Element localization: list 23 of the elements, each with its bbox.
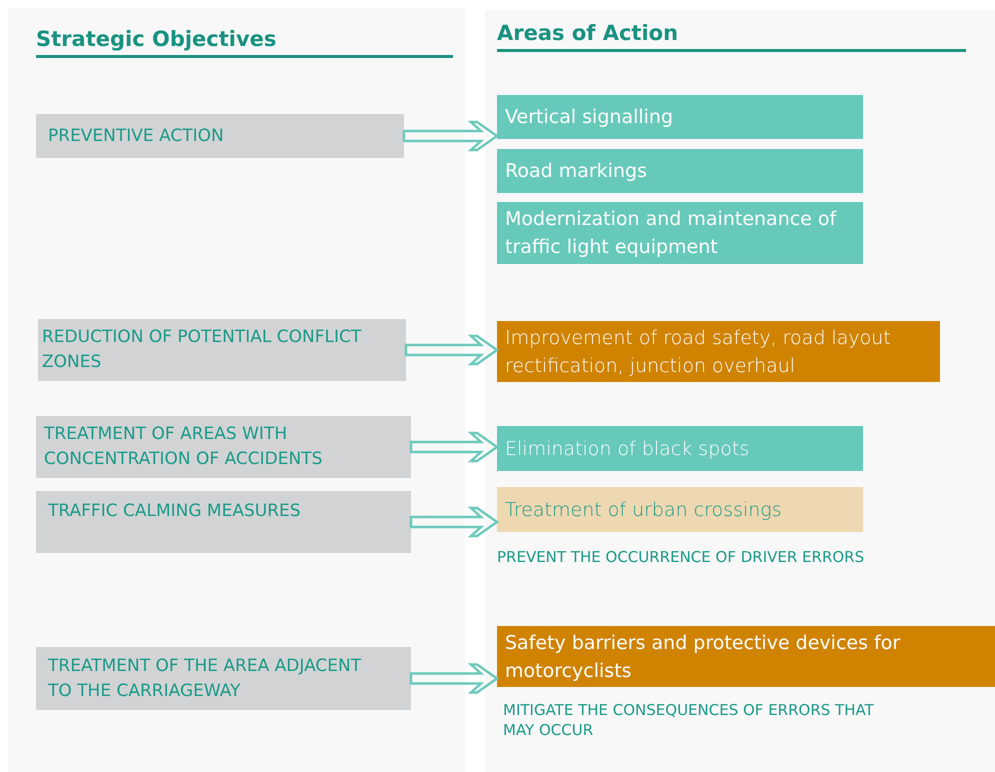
objective-box: TREATMENT OF AREAS WITH CONCENTRATION OF ACCIDENTS bbox=[36, 416, 411, 478]
note-text: MITIGATE THE CONSEQUENCES OF ERRORS THAT MAY OCCUR bbox=[503, 700, 875, 740]
arrow bbox=[410, 432, 500, 462]
note-text: PREVENT THE OCCURRENCE OF DRIVER ERRORS bbox=[497, 547, 866, 567]
objective-box: TRAFFIC CALMING MEASURES bbox=[36, 491, 411, 553]
panel-background bbox=[8, 8, 465, 772]
action-box: Modernization and maintenance of traffic light equipment bbox=[497, 202, 863, 264]
arrow bbox=[402, 120, 500, 152]
action-box: Safety barriers and protective devices for motorcyclists bbox=[497, 626, 995, 687]
objective-box: PREVENTIVE ACTION bbox=[36, 114, 404, 158]
objective-box: REDUCTION OF POTENTIAL CONFLICT ZONES bbox=[38, 319, 406, 381]
action-box: Road markings bbox=[497, 149, 863, 193]
panel-heading: Areas of Action bbox=[497, 20, 966, 52]
arrow bbox=[410, 663, 500, 694]
arrow bbox=[410, 506, 500, 538]
action-box: Improvement of road safety, road layout rectification, junction overhaul bbox=[497, 321, 940, 382]
action-box: Elimination of black spots bbox=[497, 426, 863, 471]
panel-heading: Strategic Objectives bbox=[36, 26, 453, 58]
arrow bbox=[404, 334, 500, 366]
panel-background bbox=[485, 10, 995, 772]
action-box: Vertical signalling bbox=[497, 95, 863, 139]
action-box: Treatment of urban crossings bbox=[497, 487, 863, 532]
objective-box: TREATMENT OF THE AREA ADJACENT TO THE CARRIAGEWAY bbox=[36, 647, 411, 710]
